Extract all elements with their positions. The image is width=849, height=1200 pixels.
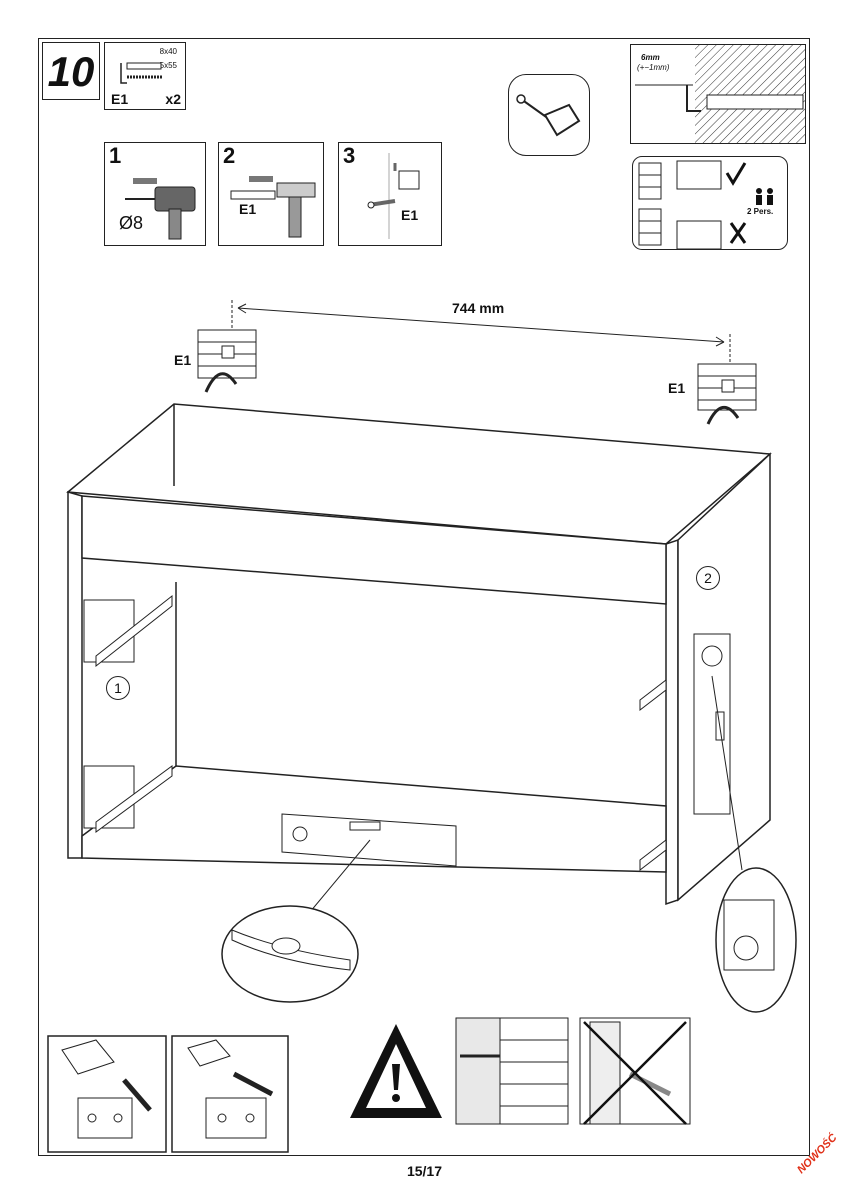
substep-1-label: Ø8 xyxy=(119,213,144,233)
dimension-line xyxy=(237,307,725,343)
drawer-slide-left-top xyxy=(83,594,173,668)
hardware-box: 8x40 5x55 E1 x2 xyxy=(104,42,186,110)
mount-label-right: E1 xyxy=(668,380,686,396)
check-icon xyxy=(725,162,747,186)
hardware-part: E1 xyxy=(111,91,129,107)
part-label-left: 1 xyxy=(106,676,130,700)
substep-2-label: E1 xyxy=(239,201,257,217)
wall-type-incorrect xyxy=(579,1017,691,1125)
wall-type-correct xyxy=(455,1017,569,1125)
wall-cross-icon xyxy=(583,1021,687,1125)
drawer-slide-right xyxy=(639,678,667,872)
hanger-plate xyxy=(693,633,731,815)
hook-screw-icon xyxy=(120,62,163,84)
wall-bracket-left xyxy=(197,329,257,393)
substep-1-number: 1 xyxy=(109,143,122,168)
brick-wall-icon xyxy=(638,160,773,250)
wall-bracket-right xyxy=(697,363,757,425)
level-tool-icon xyxy=(516,94,581,137)
hook-screw-insert-icon xyxy=(367,153,420,239)
warning-icon xyxy=(350,1024,442,1118)
tolerance-line2: (+−1mm) xyxy=(637,63,670,72)
hardware-size-top: 8x40 xyxy=(159,47,177,56)
substep-3: 3 E1 xyxy=(338,142,442,246)
two-persons-icon xyxy=(756,188,773,205)
cabinet-body xyxy=(66,403,772,906)
drawer-slide-left-bottom xyxy=(83,765,173,833)
substep-2-number: 2 xyxy=(223,143,236,168)
tolerance-box: 6mm (+−1mm) xyxy=(630,44,806,144)
substep-3-label: E1 xyxy=(401,207,419,223)
hardware-size-bottom: 5x55 xyxy=(159,61,177,70)
hardware-qty: x2 xyxy=(165,91,181,107)
substep-1: 1 Ø8 xyxy=(104,142,206,246)
part-label-right: 2 xyxy=(696,566,720,590)
correct-incorrect-box: 2 Pers. xyxy=(632,156,788,250)
substep-3-number: 3 xyxy=(343,143,356,168)
dimension-label: 744 mm xyxy=(452,300,505,316)
tolerance-line1: 6mm xyxy=(641,53,660,62)
substep-2: 2 E1 xyxy=(218,142,324,246)
spirit-level xyxy=(281,813,457,867)
drill-icon xyxy=(125,178,196,240)
persons-label: 2 Pers. xyxy=(747,207,774,216)
page-frame xyxy=(38,38,810,1156)
level-callout-line xyxy=(309,839,371,913)
mount-label-left: E1 xyxy=(174,352,192,368)
cross-icon xyxy=(729,222,747,244)
page-number: 15/17 xyxy=(406,1163,443,1179)
step-number: 10 xyxy=(42,42,100,100)
hanger-callout-line xyxy=(711,675,743,871)
tool-icon-box xyxy=(508,74,590,156)
hammer-icon xyxy=(230,176,316,238)
wall-cross-section-icon xyxy=(635,45,805,143)
